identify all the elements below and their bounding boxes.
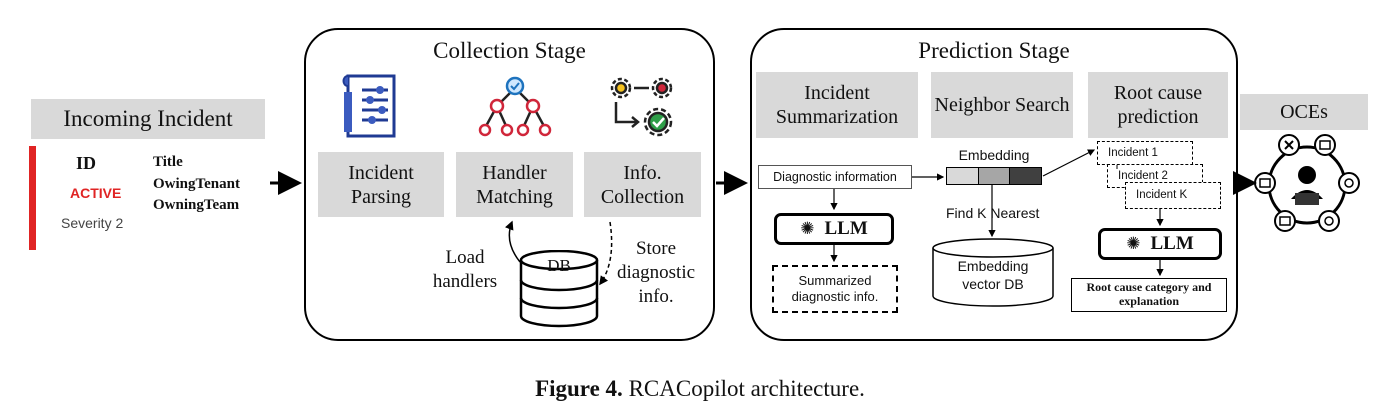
- summarization-box: Incident Summarization: [756, 72, 918, 138]
- incoming-incident-header: Incoming Incident: [31, 99, 265, 139]
- oces-team-icon: [1254, 134, 1360, 232]
- handler-matching-box: Handler Matching: [456, 152, 573, 217]
- db-label: DB: [547, 256, 571, 275]
- incident-accent-bar: [29, 146, 36, 250]
- summarization-llm-block: ✺ LLM: [774, 213, 894, 245]
- gears-collection-icon: [610, 77, 673, 137]
- embedding-cell-2: [978, 168, 1011, 184]
- llm-label: LLM: [824, 218, 868, 239]
- rootcause-llm-block: ✺ LLM: [1098, 228, 1222, 260]
- diagnostic-info-box: Diagnostic information: [758, 165, 912, 189]
- incident-parsing-box: Incident Parsing: [318, 152, 444, 217]
- oces-header: OCEs: [1240, 94, 1368, 130]
- vector-db-label: Embedding vector DB: [957, 258, 1029, 292]
- openai-icon: ✺: [800, 219, 815, 238]
- incident-field-tenant: OwingTenant: [153, 176, 240, 192]
- handler-tree-icon: [478, 76, 552, 137]
- embedding-vector: [946, 167, 1042, 185]
- embedding-cell-3: [1010, 168, 1042, 184]
- caption-number: Figure 4.: [535, 376, 623, 401]
- caption-text: RCACopilot architecture.: [628, 376, 865, 401]
- prediction-stage-title: Prediction Stage: [918, 38, 1070, 63]
- llm-label-2: LLM: [1150, 233, 1194, 254]
- root-cause-box: Root cause prediction: [1088, 72, 1228, 138]
- incident-card-k: Incident K: [1125, 182, 1221, 209]
- vector-db-cylinder: [932, 238, 1054, 307]
- incident-id-label: ID: [76, 153, 97, 173]
- neighbor-search-box: Neighbor Search: [931, 72, 1073, 138]
- openai-icon-2: ✺: [1126, 234, 1141, 253]
- summarized-info-box: Summarized diagnostic info.: [772, 265, 898, 313]
- embedding-label: Embedding: [958, 147, 1030, 163]
- database-cylinder: [519, 250, 599, 328]
- incident-status-badge: ACTIVE: [70, 185, 122, 201]
- incident-field-team: OwningTeam: [153, 197, 240, 213]
- info-collection-box: Info. Collection: [584, 152, 701, 217]
- incident-card-1: Incident 1: [1097, 141, 1193, 165]
- store-diagnostic-label: Store diagnostic info.: [616, 238, 696, 307]
- embedding-cell-1: [947, 168, 979, 184]
- collection-stage-panel: [304, 28, 715, 341]
- incident-field-title: Title: [153, 154, 183, 170]
- rootcause-result-box: Root cause category and explanation: [1071, 278, 1227, 312]
- find-k-nearest-label: Find K Nearest: [946, 205, 1040, 221]
- document-parsing-icon: [342, 74, 396, 138]
- incident-severity: Severity 2: [61, 215, 124, 231]
- figure-caption: Figure 4. RCACopilot architecture.: [0, 376, 1400, 402]
- load-handlers-label: Load handlers: [432, 247, 498, 292]
- collection-stage-title: Collection Stage: [433, 38, 586, 63]
